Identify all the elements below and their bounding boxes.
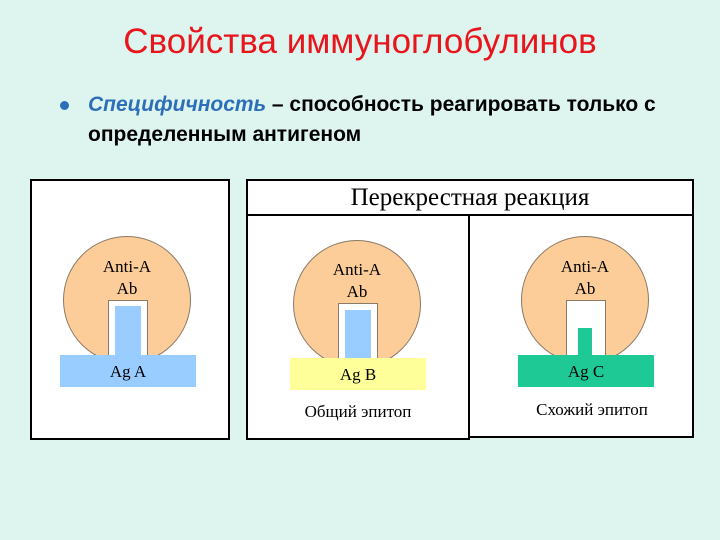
- antibody-name: Anti-A: [102, 257, 152, 276]
- antibody-name: Anti-A: [332, 260, 382, 279]
- caption-similar-epitope: Схожий эпитоп: [536, 400, 648, 419]
- antibody-type: Ab: [116, 279, 138, 298]
- slide-title: Свойства иммуноглобулинов: [123, 22, 597, 61]
- definition-text: способность реагировать только с определ…: [88, 93, 656, 146]
- definition-dash: –: [266, 93, 290, 116]
- antigen-ag-b: Ag B: [290, 358, 426, 390]
- antibody-name: Anti-A: [560, 257, 610, 276]
- antibody-label: Anti-A Ab: [77, 256, 177, 300]
- epitope-ag-b: [345, 310, 371, 360]
- antibody-type: Ab: [346, 282, 368, 301]
- antigen-ag-c: Ag C: [518, 355, 654, 387]
- antibody-label: Anti-A Ab: [535, 256, 635, 300]
- epitope-ag-c: [578, 328, 592, 356]
- specificity-term: Специфичность: [88, 93, 267, 116]
- cross-reaction-header: Перекрестная реакция: [246, 179, 694, 216]
- specificity-definition: Специфичность – способность реагировать …: [88, 90, 708, 150]
- caption-common-epitope: Общий эпитоп: [304, 402, 412, 421]
- epitope-ag-a: [115, 306, 141, 358]
- antibody-type: Ab: [574, 279, 596, 298]
- bullet-marker: [60, 101, 69, 110]
- antigen-ag-a: Ag A: [60, 355, 196, 387]
- antibody-label: Anti-A Ab: [307, 259, 407, 303]
